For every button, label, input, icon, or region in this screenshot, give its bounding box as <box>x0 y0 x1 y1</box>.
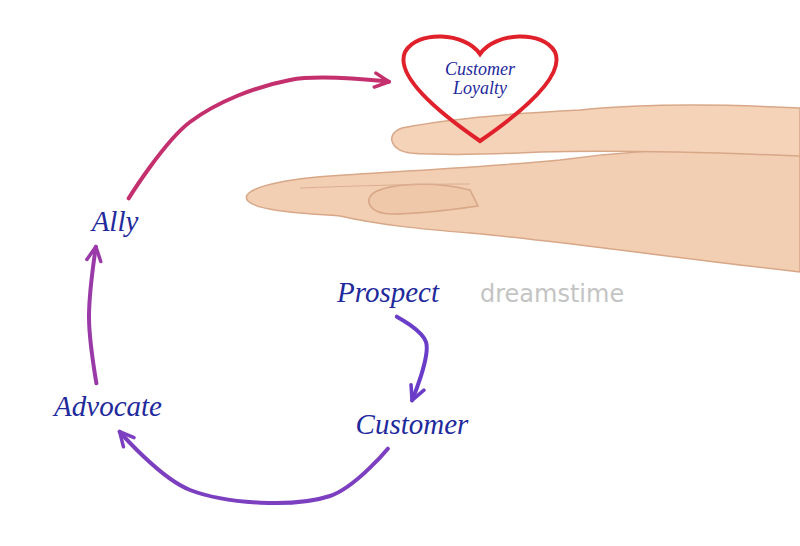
watermark: dreamstime <box>480 280 624 308</box>
flow-arrow <box>397 317 427 401</box>
node-text: Advocate <box>50 388 166 425</box>
flow-arrow <box>120 432 388 503</box>
node-text: Customer <box>352 406 473 443</box>
lower-hand <box>246 148 800 272</box>
flow-arrow <box>129 78 389 199</box>
heart-path <box>403 36 556 141</box>
stage-node: Ally <box>88 203 143 240</box>
finger-line <box>300 184 470 188</box>
thumb <box>369 184 478 214</box>
stage-node: Advocate <box>50 388 166 425</box>
node-text: Customer Loyalty <box>425 60 535 98</box>
flow-arrow <box>89 247 96 384</box>
node-text: Ally <box>88 203 143 240</box>
upper-hand <box>392 105 800 156</box>
heart-node: Customer Loyalty <box>395 30 565 145</box>
node-text: Prospect <box>333 274 443 311</box>
stage-node: Prospect <box>333 274 443 311</box>
stage-node: Customer <box>352 406 473 443</box>
